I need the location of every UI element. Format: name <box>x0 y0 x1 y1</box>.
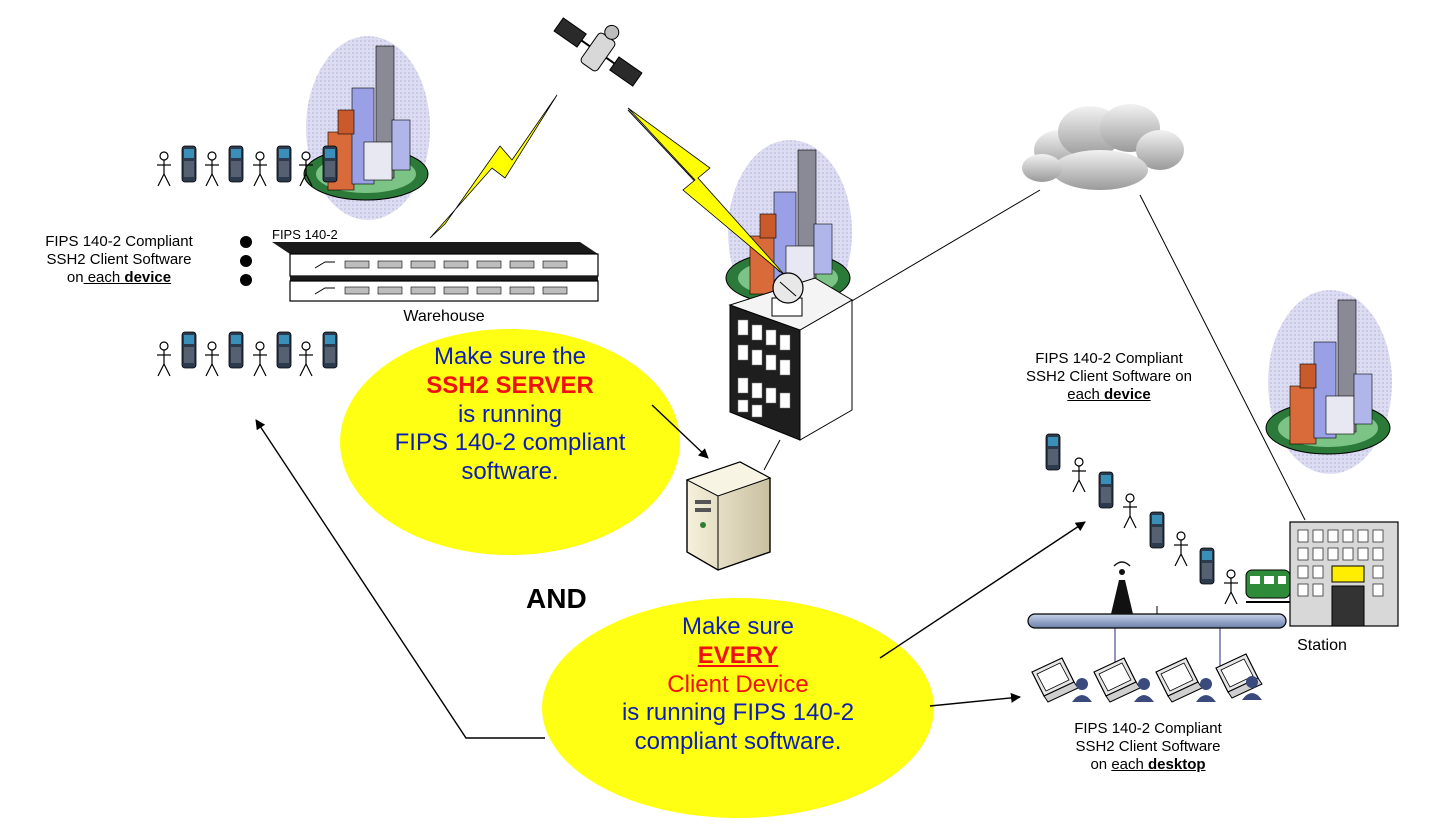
station-device-note-line2: SSH2 Client Software on <box>1026 368 1192 385</box>
station-desktop-note-each: each <box>1111 756 1149 773</box>
server-callout-line2: SSH2 SERVER <box>426 371 594 399</box>
lan-backbone <box>1027 606 1287 668</box>
station-device-note-each: each <box>1067 386 1104 403</box>
warehouse-label: Warehouse <box>403 308 485 325</box>
server-callout-line1: Make sure the <box>433 343 587 370</box>
internet-cloud-icon <box>1022 104 1184 190</box>
warehouse-fips-tag: FIPS 140-2 <box>272 227 338 242</box>
ssh2-server-icon <box>685 461 772 571</box>
city-cluster-station <box>1265 289 1393 475</box>
office-building-icon <box>728 272 853 441</box>
callout-arrows <box>255 404 1086 739</box>
satellite-icon <box>553 17 643 87</box>
train-icon <box>1245 569 1291 603</box>
client-callout-line2: EVERY <box>697 641 779 669</box>
server-callout-line5: software. <box>461 458 559 486</box>
server-callout-line3: is running <box>457 400 563 428</box>
station-desktop-note: FIPS 140-2 Compliant SSH2 Client Softwar… <box>1030 720 1266 774</box>
station-desktop-note-line1: FIPS 140-2 Compliant <box>1074 720 1222 737</box>
warehouse-client-note: FIPS 140-2 Compliant SSH2 Client Softwar… <box>6 233 232 287</box>
station-desktop-note-desktop: desktop <box>1148 756 1206 773</box>
wireless-access-point-icon <box>1111 561 1133 614</box>
wireless-link-left-icon <box>429 94 558 239</box>
warehouse-note-device: device <box>124 269 172 286</box>
station-desktop-note-on: on <box>1090 756 1112 773</box>
station-building <box>1289 521 1399 627</box>
city-cluster-warehouse <box>303 35 431 221</box>
station-device-note-device: device <box>1104 386 1151 403</box>
warehouse-note-each: each <box>83 269 125 286</box>
client-callout-text: Make sure EVERY Client Device is running… <box>568 613 908 757</box>
warehouse-note-line2: SSH2 Client Software <box>46 251 192 268</box>
and-label: AND <box>526 583 587 614</box>
client-callout-line3: Client Device <box>667 670 809 698</box>
client-callout-line1: Make sure <box>681 613 795 640</box>
client-callout-line4: is running FIPS 140-2 <box>621 699 855 727</box>
warehouse-building <box>272 242 599 302</box>
client-callout-line5: compliant software. <box>634 728 842 756</box>
client-callout-bubble <box>542 598 934 818</box>
ellipsis-dots-icon <box>240 236 252 286</box>
station-label: Station <box>1297 637 1347 654</box>
station-device-note: FIPS 140-2 Compliant SSH2 Client Softwar… <box>980 350 1238 404</box>
warehouse-note-on: on <box>66 269 84 286</box>
network-links <box>627 109 1306 521</box>
station-device-note-line1: FIPS 140-2 Compliant <box>1035 350 1183 367</box>
station-devices <box>1045 433 1239 605</box>
server-callout-bubble <box>340 329 680 555</box>
server-callout-text: Make sure the SSH2 SERVER is running FIP… <box>360 343 660 487</box>
station-desktop-note-line2: SSH2 Client Software <box>1075 738 1221 755</box>
warehouse-devices-bottom <box>156 331 338 377</box>
server-callout-line4: FIPS 140-2 compliant <box>394 429 626 457</box>
warehouse-note-line1: FIPS 140-2 Compliant <box>45 233 193 250</box>
station-desktops <box>1031 653 1263 703</box>
